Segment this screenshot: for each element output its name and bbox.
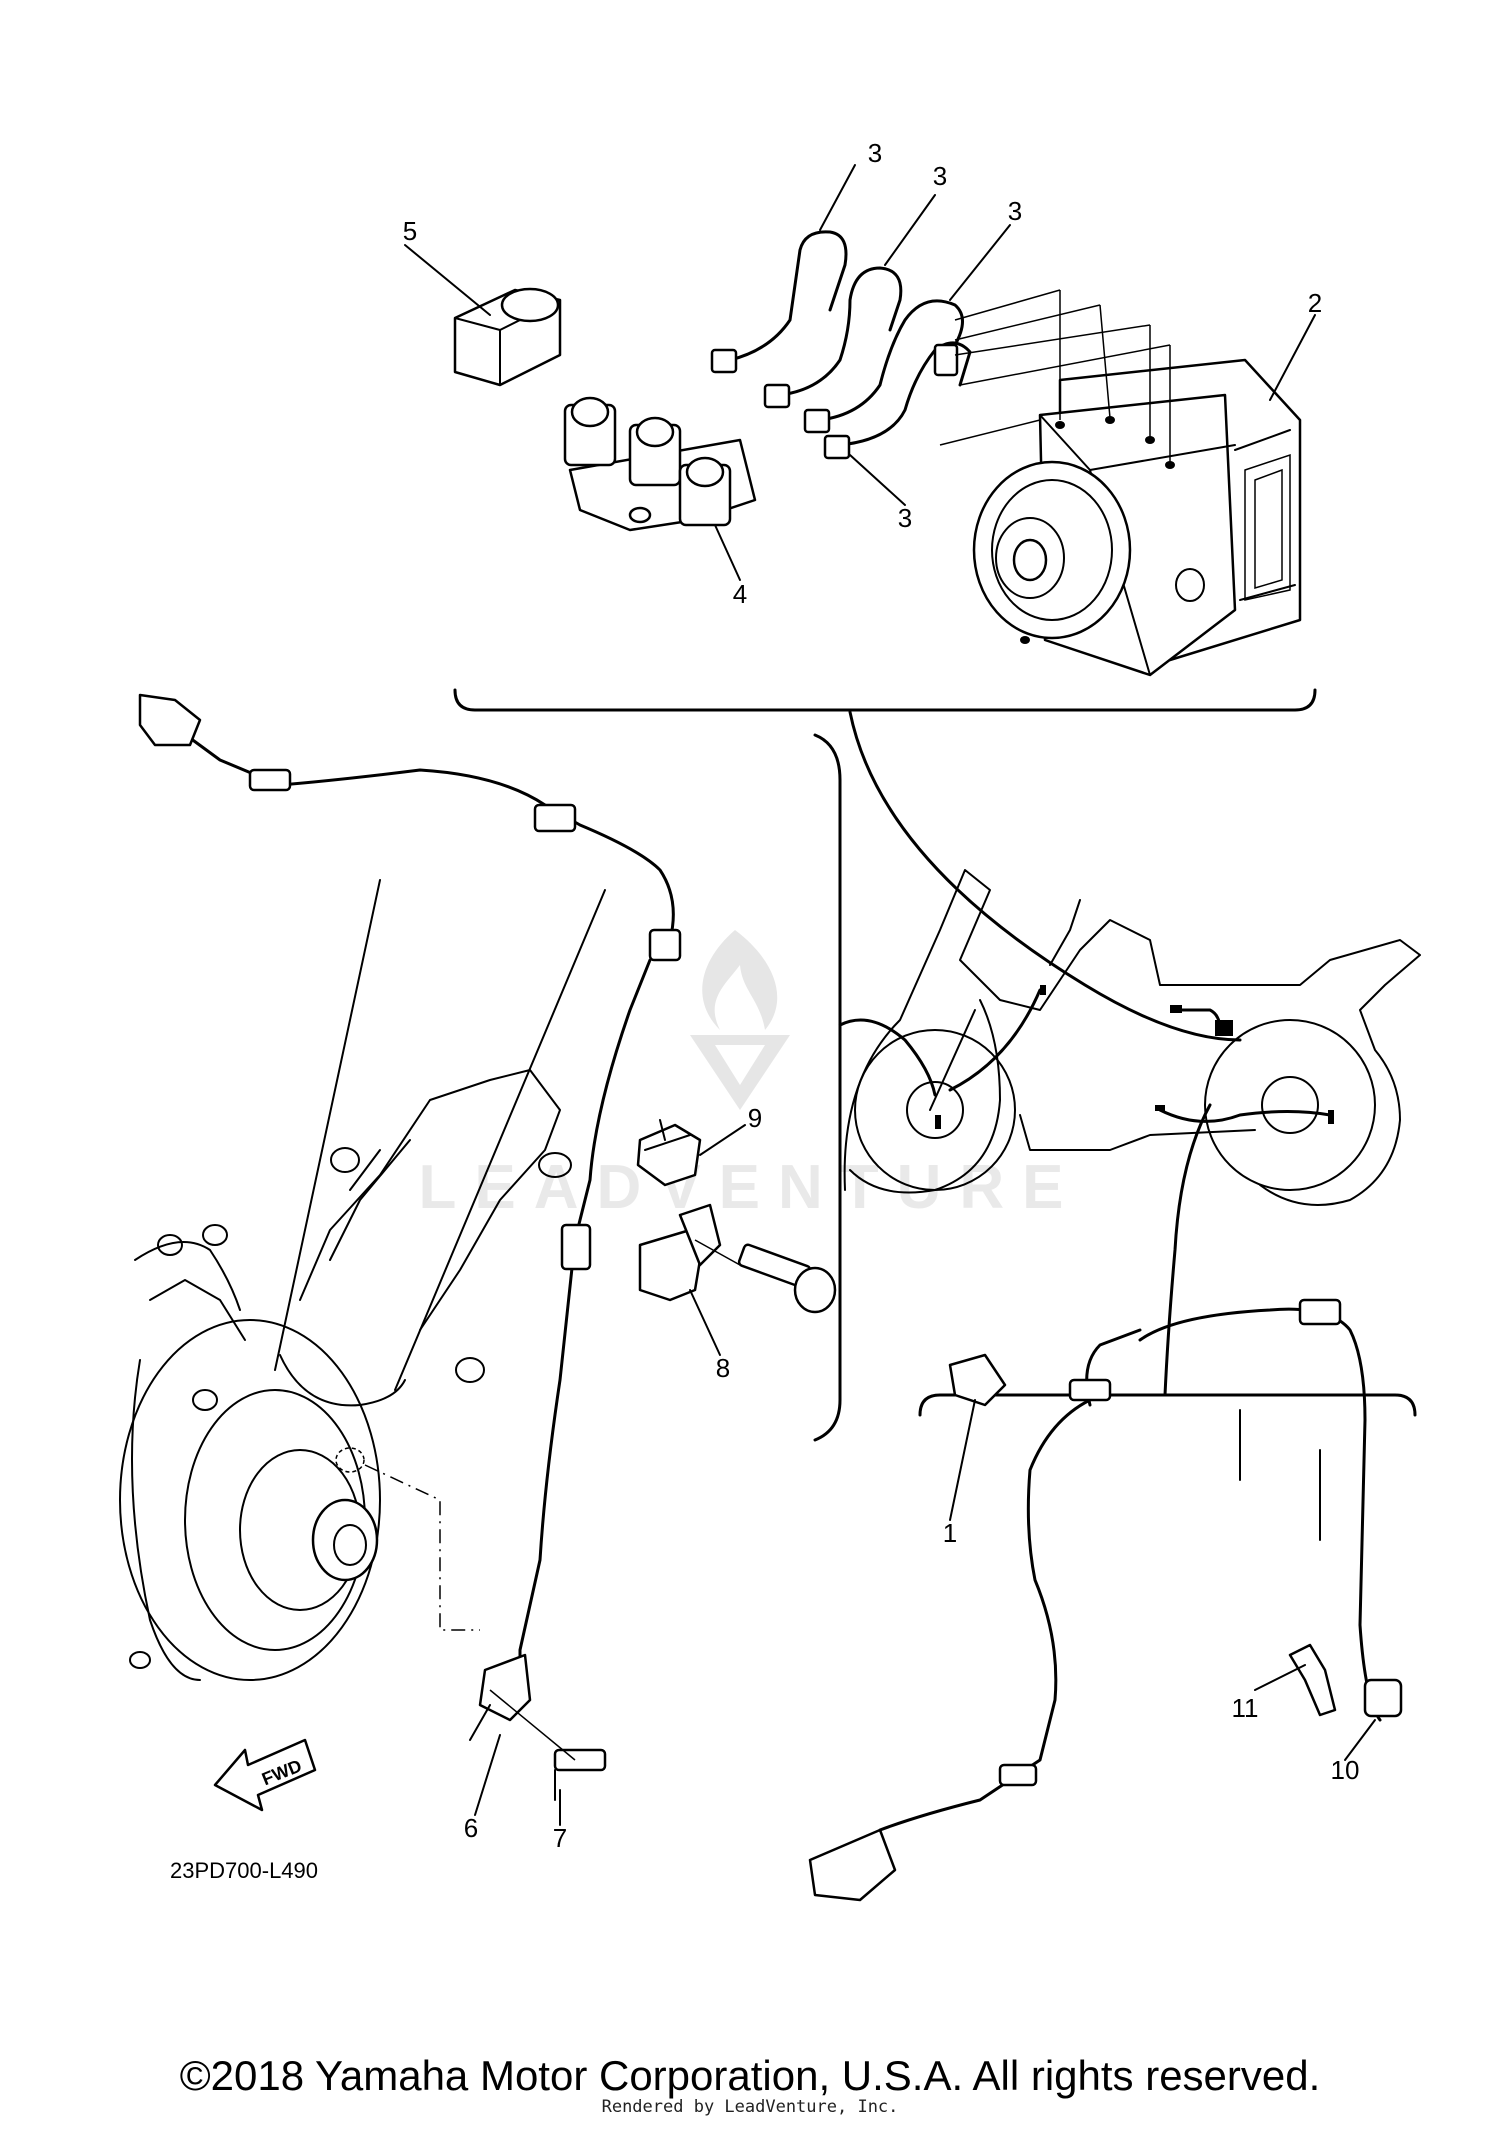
motorcycle-overview bbox=[843, 869, 1421, 1206]
brake-pipes bbox=[710, 230, 1171, 462]
callout-8: 8 bbox=[716, 1353, 730, 1383]
callout-3-top-middle: 3 bbox=[933, 161, 947, 191]
callout-1: 1 bbox=[943, 1518, 957, 1548]
cap-fitting bbox=[453, 287, 562, 387]
callout-5: 5 bbox=[403, 216, 417, 246]
callout-10: 10 bbox=[1331, 1755, 1360, 1785]
callout-3-top-left: 3 bbox=[868, 138, 882, 168]
callout-numbers: 5 3 3 3 2 3 4 9 8 1 11 10 6 7 bbox=[403, 138, 1360, 1853]
diagram-code: 23PD700-L490 bbox=[170, 1858, 318, 1883]
leadventure-watermark-logo: LEADVENTURE bbox=[418, 930, 1081, 1222]
callout-7: 7 bbox=[553, 1823, 567, 1853]
abs-hydraulic-unit bbox=[972, 358, 1302, 677]
fwd-arrow: FWD bbox=[213, 1738, 317, 1812]
brake-joint-block bbox=[563, 396, 757, 532]
rear-sensor-lead bbox=[808, 1298, 1403, 1902]
callout-6: 6 bbox=[464, 1813, 478, 1843]
group-brackets bbox=[453, 688, 1417, 1442]
callout-11: 11 bbox=[1232, 1693, 1259, 1723]
clamp-and-clip bbox=[636, 1119, 837, 1314]
callout-4: 4 bbox=[733, 579, 747, 609]
front-sensor-lead bbox=[138, 693, 682, 1801]
watermark-text: LEADVENTURE bbox=[418, 1153, 1081, 1222]
callout-3-top-right: 3 bbox=[1008, 196, 1022, 226]
front-fork-and-hub bbox=[119, 879, 606, 1681]
callout-9: 9 bbox=[748, 1103, 762, 1133]
copyright-notice: ©2018 Yamaha Motor Corporation, U.S.A. A… bbox=[179, 2052, 1321, 2099]
callout-3-bottom: 3 bbox=[898, 503, 912, 533]
leader-lines bbox=[404, 164, 1376, 1826]
rendered-by-credit: Rendered by LeadVenture, Inc. bbox=[601, 2097, 899, 2117]
callout-2: 2 bbox=[1308, 288, 1322, 318]
